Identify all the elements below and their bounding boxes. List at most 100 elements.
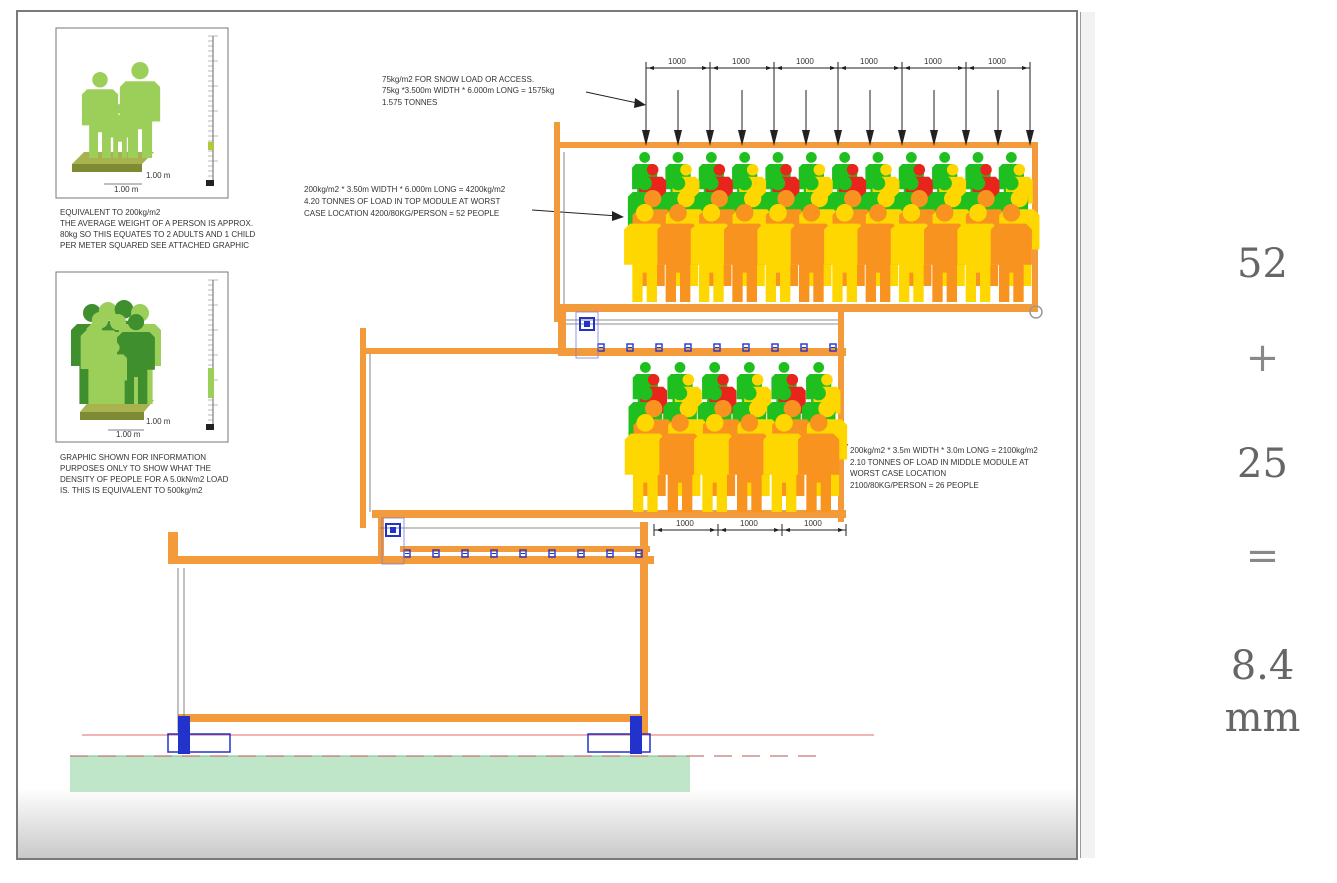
note-snow-load: 75kg/m2 FOR SNOW LOAD OR ACCESS. 75kg *3… [382, 75, 646, 108]
person-head [870, 176, 886, 191]
bracket-clip [800, 343, 808, 352]
person-head [772, 152, 784, 163]
person-head [115, 104, 125, 114]
dimension-arrowhead [1022, 66, 1028, 70]
person-body [694, 433, 736, 512]
person-head [114, 300, 134, 319]
person-head [713, 164, 726, 176]
person-head [778, 362, 790, 373]
person-head [744, 190, 762, 208]
dimension-arrowhead [958, 66, 964, 70]
note-line: WORST CASE LOCATION [850, 469, 946, 478]
person-head [880, 164, 892, 176]
dimension-label: 1000 [804, 519, 822, 528]
person-head [972, 152, 984, 163]
dimension-arrowhead [648, 66, 654, 70]
dimension-label: 1000 [860, 57, 878, 66]
person-head [846, 164, 859, 176]
person-head [91, 312, 109, 329]
person-head [944, 190, 962, 208]
load-arrow-head [674, 130, 682, 146]
foundation-right [587, 733, 651, 753]
note-line: 200kg/m2 * 3.50m WIDTH * 6.000m LONG = 4… [304, 185, 506, 194]
load-arrow-head [770, 130, 778, 146]
note-line: 4.20 TONNES OF LOAD IN TOP MODULE AT WOR… [304, 197, 500, 206]
person-body [81, 89, 119, 158]
dimension-label: 1000 [676, 519, 694, 528]
ground [70, 734, 874, 792]
load-arrow-head [898, 130, 906, 146]
note-line: 200kg/m2 * 3.5m WIDTH * 3.0m LONG = 2100… [850, 446, 1038, 455]
frame-member [640, 522, 648, 734]
person-body [757, 223, 799, 302]
foundation-left [167, 733, 231, 753]
dimension-arrowhead [968, 66, 974, 70]
person-head [939, 152, 951, 163]
person-head [877, 190, 895, 208]
load-arrow-head [994, 130, 1002, 146]
person-body [924, 223, 966, 302]
person-head [639, 152, 651, 163]
person-head [672, 152, 684, 163]
person-head [92, 72, 108, 88]
person-head [780, 164, 792, 176]
person-body [790, 223, 832, 302]
bracket-clip [655, 343, 663, 352]
note-line: IS. THIS IS EQUIVALENT TO 500kg/m2 [60, 486, 203, 495]
load-arrow-head [930, 130, 938, 146]
dimension-label: 1000 [668, 57, 686, 66]
dimension-arrowhead [904, 66, 910, 70]
frame-member [558, 312, 566, 356]
person-head [770, 176, 786, 191]
person-head [669, 204, 687, 222]
person-head [837, 176, 852, 191]
note-middle-module: 200kg/m2 * 3.5m WIDTH * 3.0m LONG = 2100… [816, 431, 1038, 490]
equation-plus: + [1245, 335, 1280, 381]
corner-marker [1029, 305, 1043, 319]
person-head [682, 374, 695, 386]
person-head [775, 414, 793, 432]
note-top-module: 200kg/m2 * 3.50m WIDTH * 6.000m LONG = 4… [304, 185, 624, 221]
person-head [647, 374, 660, 386]
person-head [935, 204, 954, 222]
person-head [813, 164, 826, 176]
dimension-arrowhead [712, 66, 718, 70]
frame-member [554, 304, 842, 312]
person-head [786, 374, 799, 386]
dimension-arrowhead [894, 66, 900, 70]
person-head [913, 164, 926, 176]
person-head [636, 414, 655, 432]
note-line: 75kg *3.500m WIDTH * 6.000m LONG = 1575k… [382, 86, 554, 95]
frame-member [400, 546, 650, 552]
section-drawing: 1.00 m 1.00 m 1.00 m 1.00 m EQUIVALENT T… [55, 27, 1043, 792]
person-body [659, 433, 701, 512]
frame-member [178, 714, 642, 722]
load-arrow-head [802, 130, 810, 146]
bracket-clip [432, 549, 440, 558]
person-head [127, 314, 145, 331]
note-line: 80kg SO THIS EQUATES TO 2 ADULTS AND 1 C… [60, 230, 256, 239]
frame-member [372, 510, 846, 518]
person-head [749, 400, 767, 418]
scrollbar-edge[interactable] [1080, 12, 1095, 858]
person-head [805, 152, 817, 163]
note-line: PURPOSES ONLY TO SHOW WHAT THE [60, 464, 211, 473]
person-head [742, 386, 757, 401]
dimension-arrowhead [840, 66, 846, 70]
person-head [108, 342, 120, 354]
person-head [674, 362, 686, 373]
load-arrow-head [866, 130, 874, 146]
thumb-scale-label-side: 1.00 m [146, 171, 171, 180]
thumbnail-crowd: 1.00 m 1.00 m [55, 271, 229, 443]
person-head [821, 374, 833, 386]
dimension-label: 1000 [796, 57, 814, 66]
person-head [737, 176, 752, 191]
connection-brackets [381, 311, 837, 565]
person-head [783, 400, 801, 418]
person-body [624, 433, 666, 512]
thumbnail-family: 1.00 m 1.00 m [55, 27, 229, 199]
note-line: THE AVERAGE WEIGHT OF A PERSON IS APPROX… [60, 219, 253, 228]
person-head [905, 152, 917, 163]
person-head [717, 374, 729, 386]
